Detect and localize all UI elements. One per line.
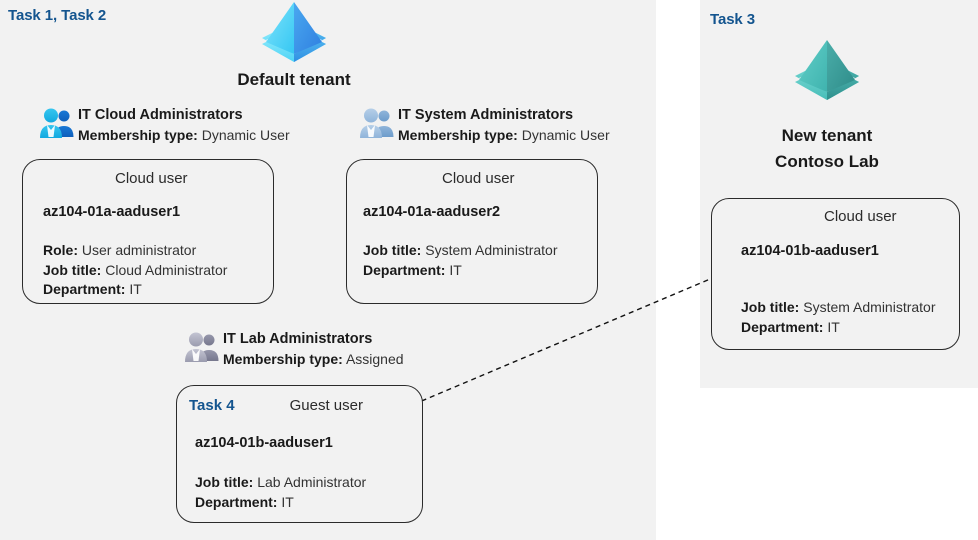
attribute-row: Department: IT <box>43 280 227 300</box>
attribute-row: Department: IT <box>195 493 366 513</box>
attribute-label: Job title: <box>195 474 254 490</box>
attribute-value: Lab Administrator <box>257 474 367 490</box>
membership-label: Membership type: <box>78 127 198 143</box>
user-principal-name: az104-01a-aaduser2 <box>363 204 501 220</box>
attribute-row: Job title: Lab Administrator <box>195 473 366 493</box>
attribute-value: IT <box>281 493 294 510</box>
attribute-value: Cloud Administrator <box>105 261 228 278</box>
user-card-aaduser2-cloud: Cloud user az104-01a-aaduser2 Job title:… <box>346 159 598 304</box>
task-label-3: Task 3 <box>710 11 755 28</box>
group-membership: Membership type: Assigned <box>223 349 404 369</box>
user-card-aaduser1b-guest: Task 4 Guest user az104-01b-aaduser1 Job… <box>176 385 423 523</box>
user-attributes: Job title: Lab Administrator Department:… <box>195 473 366 512</box>
attribute-label: Department: <box>43 281 126 297</box>
card-user-type-row: Task 4 Guest user <box>189 397 363 414</box>
attribute-row: Job title: System Administrator <box>363 241 558 261</box>
user-type-label: Cloud user <box>115 170 188 187</box>
group-it-system-administrators: IT System Administrators Membership type… <box>398 106 610 145</box>
user-principal-name: az104-01b-aaduser1 <box>741 243 879 259</box>
membership-label: Membership type: <box>398 127 518 143</box>
attribute-label: Role: <box>43 242 78 258</box>
user-principal-name: az104-01b-aaduser1 <box>195 435 333 451</box>
card-user-type-row: Cloud user <box>115 170 188 187</box>
user-type-label: Cloud user <box>824 208 897 225</box>
group-it-cloud-administrators: IT Cloud Administrators Membership type:… <box>78 106 290 145</box>
group-membership: Membership type: Dynamic User <box>78 125 290 145</box>
attribute-value: User administrator <box>81 242 197 258</box>
attribute-value: IT <box>129 281 142 297</box>
attribute-row: Department: IT <box>741 318 936 338</box>
attribute-label: Job title: <box>741 299 800 315</box>
user-principal-name: az104-01a-aaduser1 <box>43 204 181 220</box>
attribute-label: Department: <box>363 261 446 278</box>
attribute-value: IT <box>449 261 462 278</box>
attribute-label: Job title: <box>43 261 102 278</box>
card-user-type-row: Cloud user <box>824 208 897 225</box>
card-user-type-row: Cloud user <box>442 170 515 187</box>
attribute-row: Department: IT <box>363 261 558 281</box>
default-tenant-title: Default tenant <box>237 70 351 89</box>
membership-value: Dynamic User <box>201 127 290 143</box>
membership-value: Assigned <box>345 351 404 367</box>
attribute-value: System Administrator <box>425 242 558 258</box>
attribute-value: System Administrator <box>803 299 936 315</box>
group-name: IT System Administrators <box>398 107 574 123</box>
user-card-aaduser1b-cloud: Cloud user az104-01b-aaduser1 Job title:… <box>711 198 960 350</box>
membership-label: Membership type: <box>223 351 343 367</box>
group-name: IT Lab Administrators <box>223 331 373 347</box>
user-attributes: Job title: System Administrator Departme… <box>363 241 558 280</box>
new-tenant-title-line2: Contoso Lab <box>775 152 879 171</box>
task-label-1-2: Task 1, Task 2 <box>8 7 107 24</box>
group-it-lab-administrators: IT Lab Administrators Membership type: A… <box>223 330 404 369</box>
membership-value: Dynamic User <box>521 127 610 143</box>
attribute-row: Job title: Cloud Administrator <box>43 261 227 281</box>
attribute-row: Role: User administrator <box>43 241 227 261</box>
user-card-aaduser1-cloud: Cloud user az104-01a-aaduser1 Role: User… <box>22 159 274 304</box>
task-label-4: Task 4 <box>189 397 235 414</box>
user-attributes: Role: User administrator Job title: Clou… <box>43 241 227 300</box>
attribute-label: Department: <box>741 318 824 335</box>
new-tenant-title-line1: New tenant <box>781 126 873 145</box>
attribute-label: Job title: <box>363 242 422 258</box>
group-name: IT Cloud Administrators <box>78 107 243 123</box>
attribute-label: Department: <box>195 493 278 510</box>
attribute-value: IT <box>827 318 840 335</box>
user-type-label: Cloud user <box>442 170 515 187</box>
user-type-label: Guest user <box>289 397 363 414</box>
group-membership: Membership type: Dynamic User <box>398 125 610 145</box>
attribute-row: Job title: System Administrator <box>741 298 936 318</box>
user-attributes: Job title: System Administrator Departme… <box>741 298 936 337</box>
